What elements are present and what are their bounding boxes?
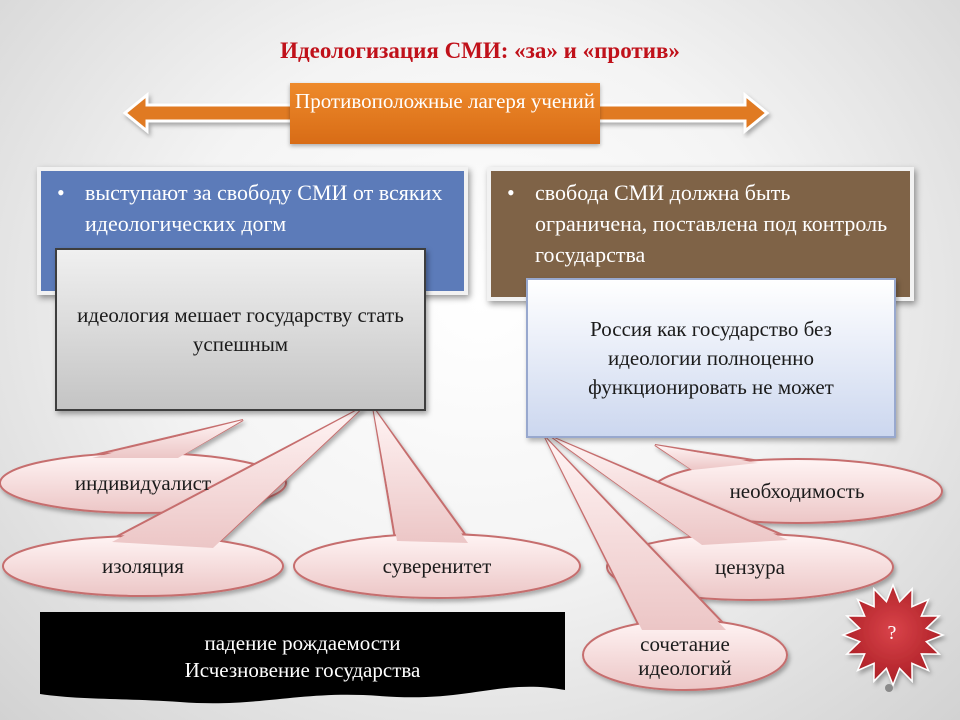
russia-without-ideology-text: Россия как государство без идеологии пол… xyxy=(588,316,834,399)
callout-sovereignty xyxy=(293,406,581,599)
callout-label-sovereignty: суверенитет xyxy=(382,554,492,578)
bottom-banner-text: падение рождаемости Исчезновение государ… xyxy=(50,630,555,684)
bottom-banner-line-1: падение рождаемости xyxy=(204,631,401,655)
camps-label-box: Противоположные лагеря учений xyxy=(290,83,600,144)
russia-without-ideology-box: Россия как государство без идеологии пол… xyxy=(526,278,896,438)
bottom-banner xyxy=(40,612,565,704)
callout-necessity xyxy=(651,444,943,524)
callout-label-necessity: необходимость xyxy=(729,479,865,503)
callout-label-ideology-mix: сочетание идеологий xyxy=(638,632,732,680)
ideology-hinders-box: идеология мешает государству стать успеш… xyxy=(55,248,426,411)
callout-label-isolation: изоляция xyxy=(102,554,184,578)
question-mark-label[interactable]: ? xyxy=(887,622,897,644)
page-title: Идеологизация СМИ: «за» и «против» xyxy=(280,38,680,63)
callout-label-censorship: цензура xyxy=(715,555,785,579)
callout-ideology-mix xyxy=(544,436,788,691)
right-panel-bullet: свобода СМИ должна быть ограничена, пост… xyxy=(491,177,910,270)
callout-censorship xyxy=(551,436,894,601)
starburst xyxy=(840,582,946,688)
ideology-hinders-text: идеология мешает государству стать успеш… xyxy=(77,302,404,356)
left-panel-bullet: выступают за свободу СМИ от всяких идеол… xyxy=(41,177,464,239)
star-anchor-dot xyxy=(885,684,893,692)
camps-label: Противоположные лагеря учений xyxy=(295,89,595,113)
bottom-banner-line-2: Исчезновение государства xyxy=(184,658,421,682)
callout-isolation xyxy=(2,406,364,597)
callout-label-individualist: индивидуалист xyxy=(74,471,212,495)
